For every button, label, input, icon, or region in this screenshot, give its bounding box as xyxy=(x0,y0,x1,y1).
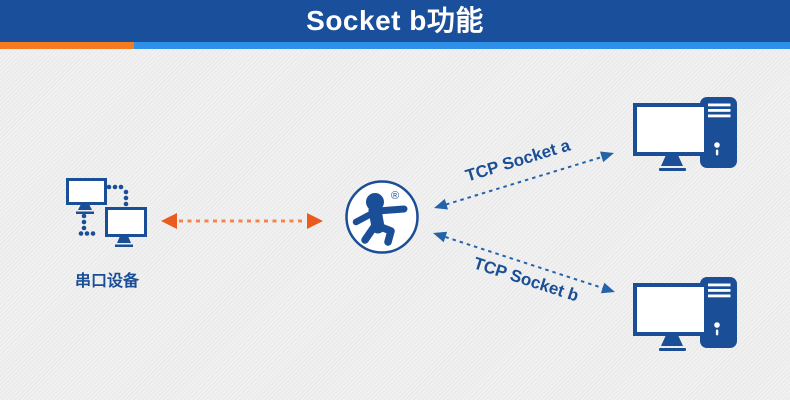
monitor-icon xyxy=(105,207,147,247)
computer-icon-top xyxy=(633,97,737,171)
monitor-icon xyxy=(66,178,107,214)
header-bar: Socket b功能 xyxy=(0,0,790,42)
arrowhead-right xyxy=(600,282,615,294)
tcp-socket-a-arrow xyxy=(434,151,614,210)
arrowhead-left xyxy=(433,231,448,243)
accent-blue-segment xyxy=(134,42,790,49)
dotted-link-icon xyxy=(78,213,96,236)
monitor-screen xyxy=(633,283,708,336)
power-button-icon xyxy=(714,322,720,328)
desktop-computer-icon xyxy=(633,97,737,171)
dotted-link-icon xyxy=(106,184,129,207)
accent-orange-segment xyxy=(0,42,134,49)
serial-link-arrow xyxy=(161,213,323,229)
arrowhead-right xyxy=(307,213,323,229)
tcp-socket-b-arrow xyxy=(433,231,615,294)
power-button-icon xyxy=(714,142,720,148)
usr-person-logo-icon xyxy=(352,193,408,246)
monitor-stand xyxy=(661,155,683,166)
arrowhead-right xyxy=(600,151,614,163)
monitor-stand xyxy=(661,335,683,346)
page-title: Socket b功能 xyxy=(306,5,484,36)
serial-device-label: 串口设备 xyxy=(74,273,139,290)
desktop-computer-icon xyxy=(633,277,737,351)
arrowhead-left xyxy=(161,213,177,229)
usr-logo: ® xyxy=(345,180,419,254)
computer-icon-bottom xyxy=(633,277,737,351)
arrowhead-left xyxy=(434,198,448,210)
serial-device-group xyxy=(66,178,147,247)
header-accent-strip xyxy=(0,42,790,49)
registered-mark: ® xyxy=(391,190,399,202)
monitor-screen xyxy=(633,103,708,156)
